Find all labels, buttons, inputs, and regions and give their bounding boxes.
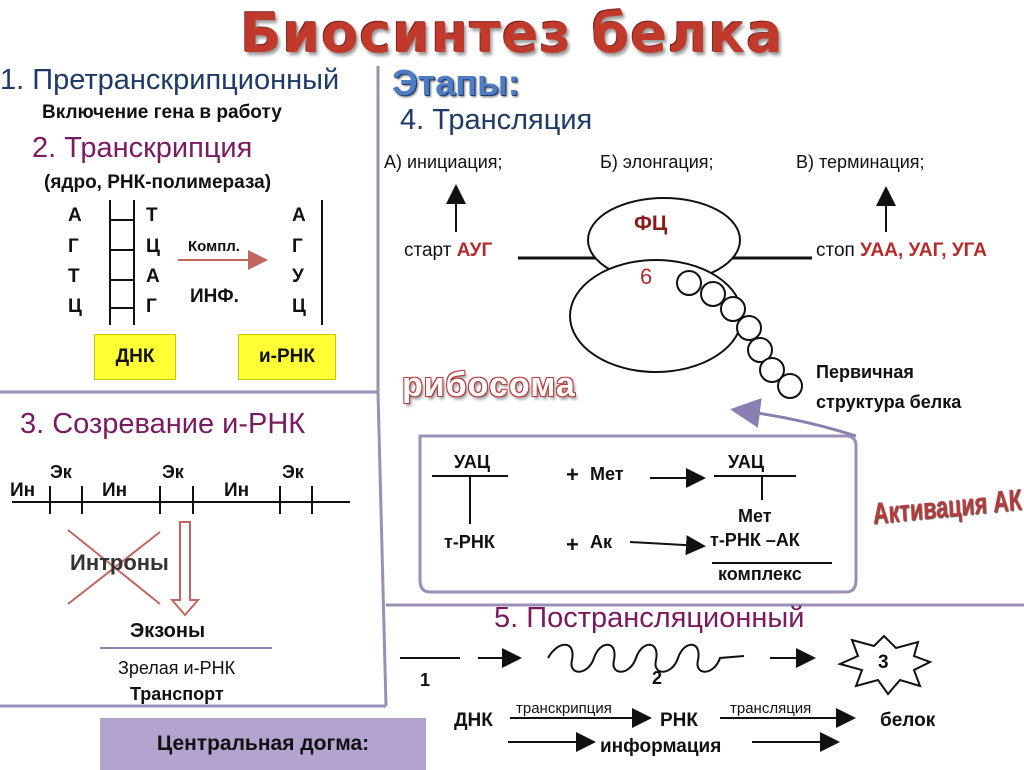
complex-label: комплекс <box>718 564 802 584</box>
stop-label: стоп <box>816 240 861 261</box>
post-translation <box>400 634 933 696</box>
exons-label: Экзоны <box>130 620 206 642</box>
rna-base: У <box>292 266 304 287</box>
trna-ak-complex: т-РНК –АК <box>710 530 800 550</box>
dna-right-base: Ц <box>146 236 160 257</box>
methionine-label: Мет <box>590 464 624 484</box>
dna-label-box: ДНК <box>94 334 176 380</box>
dogma-dna: ДНК <box>454 710 493 731</box>
exon-label: Эк <box>282 462 304 482</box>
activation-lines <box>432 468 832 564</box>
rna-base: Ц <box>292 296 306 317</box>
activation-box <box>418 434 858 594</box>
mature-mrna-label: Зрелая и-РНК <box>118 658 236 678</box>
dogma-rna: РНК <box>660 710 698 731</box>
ribosome-large-subunit <box>569 259 743 373</box>
rna-base: Г <box>292 236 303 257</box>
structure-number-3: 3 <box>878 652 889 673</box>
anticodon-1: УАЦ <box>454 452 490 472</box>
information-label: ИНФ. <box>190 286 239 307</box>
primary-structure-label: Первичная <box>816 362 914 382</box>
rna-base: А <box>292 205 306 226</box>
exons-arrow <box>169 521 201 617</box>
stage2-subtitle: (ядро, РНК-полимераза) <box>44 172 272 193</box>
stage1-heading: 1. Претранскрипционный <box>0 64 340 96</box>
structure-number-1: 1 <box>420 670 431 690</box>
dna-right-base: Г <box>146 296 157 317</box>
dna-ladder <box>109 200 323 325</box>
stage4-heading: 4. Трансляция <box>400 104 593 136</box>
dna-left-base: Г <box>68 236 79 257</box>
start-codon: АУГ <box>456 240 493 261</box>
complementary-label: Компл. <box>188 238 240 255</box>
phase-initiation: А) инициация; <box>384 152 503 172</box>
central-dogma-label: Центральная догма: <box>100 718 426 770</box>
phase-arrows <box>446 184 896 232</box>
protein-structure-label: структура белка <box>816 392 962 412</box>
intron-label: Ин <box>102 480 128 501</box>
frame-lines <box>0 66 1024 708</box>
polypeptide-chain <box>676 270 803 399</box>
rna-label-box: и-РНК <box>238 334 336 380</box>
intron-label: Ин <box>10 480 36 501</box>
dogma-translation: трансляция <box>730 700 812 717</box>
exon-label: Эк <box>50 462 72 482</box>
start-codon-group: старт АУГ <box>404 240 492 262</box>
anticodon-2: УАЦ <box>728 452 764 472</box>
stage3-heading: 3. Созревание и-РНК <box>20 408 306 440</box>
dogma-arrows <box>508 708 856 752</box>
stage5-heading: 5. Пострансляционный <box>494 602 805 634</box>
amino-acid-label: Ак <box>590 532 613 552</box>
site-number: 6 <box>640 264 653 289</box>
stage2-heading: 2. Транскрипция <box>32 132 253 164</box>
dogma-protein: белок <box>880 710 936 731</box>
stage1-subtitle: Включение гена в работу <box>42 102 282 123</box>
trna-label: т-РНК <box>444 532 495 552</box>
dogma-information: информация <box>600 736 722 757</box>
plus-sign-1: + <box>566 462 579 487</box>
mrna-strand <box>12 486 350 514</box>
introns-label: Интроны <box>70 550 169 575</box>
stop-codon-group: стоп УАА, УАГ, УГА <box>816 240 987 262</box>
transport-label: Транспорт <box>130 684 224 704</box>
functional-center-label: ФЦ <box>634 212 668 235</box>
structure-number-2: 2 <box>652 668 663 688</box>
dna-right-base: Т <box>146 205 158 226</box>
exon-label: Эк <box>162 462 184 482</box>
intron-label: Ин <box>224 480 250 501</box>
ribosome-label: рибосома <box>402 366 576 404</box>
phase-elongation: Б) элонгация; <box>600 152 714 172</box>
dna-right-base: А <box>146 266 160 287</box>
stop-codons: УАА, УАГ, УГА <box>860 240 987 261</box>
stages-label: Этапы: <box>392 62 520 103</box>
dna-left-base: А <box>68 205 82 226</box>
dna-left-base: Т <box>68 266 80 287</box>
plus-sign-2: + <box>566 532 579 557</box>
dna-left-base: Ц <box>68 296 82 317</box>
phase-termination: В) терминация; <box>796 152 925 172</box>
dogma-transcription: транскрипция <box>516 700 612 717</box>
page-title: Биосинтез белка <box>240 2 784 65</box>
start-label: старт <box>404 240 457 261</box>
methionine-attached: Мет <box>738 506 772 526</box>
introns-cross <box>67 529 161 605</box>
activation-link <box>730 398 857 438</box>
